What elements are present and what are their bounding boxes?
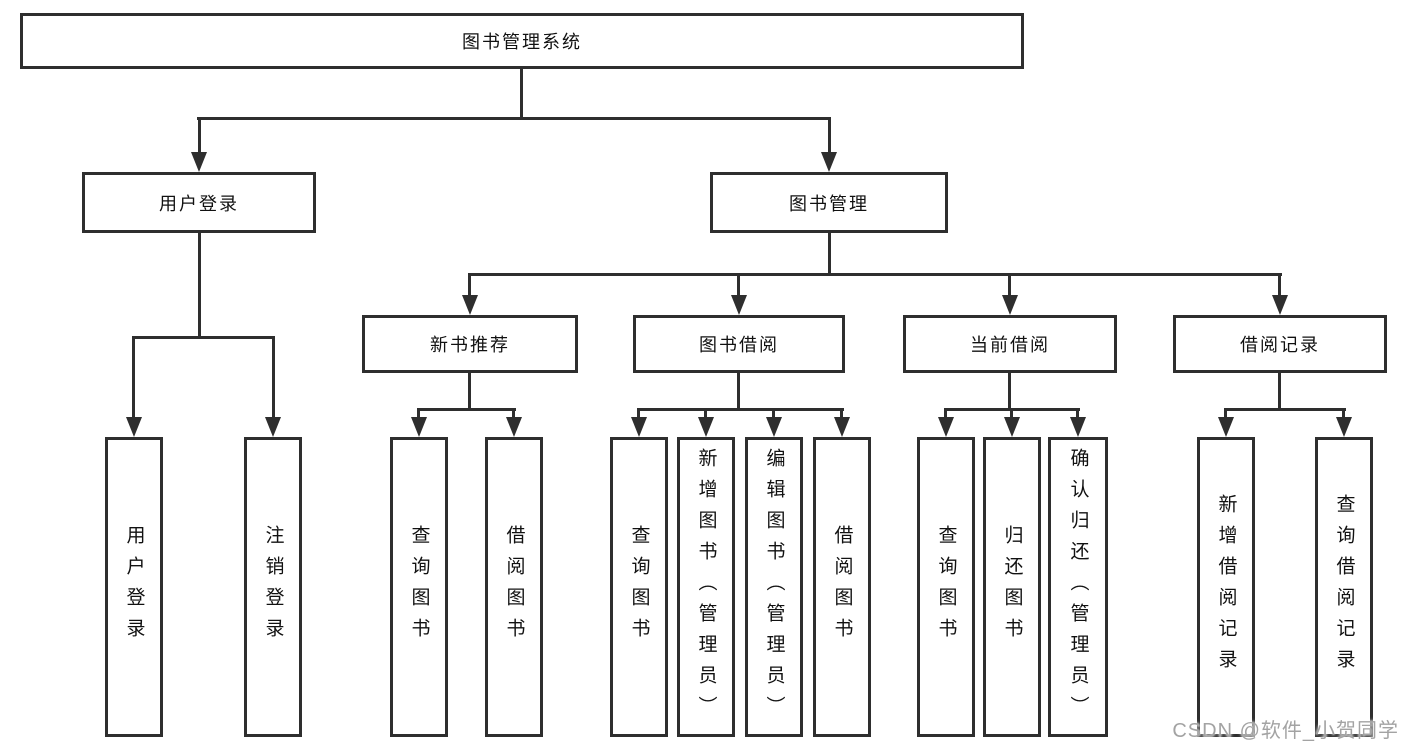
arrow-down [631,417,647,437]
connector-group-stem [737,373,740,410]
arrow-down [698,417,714,437]
connector-group-branch [637,408,844,411]
connector-line [772,408,775,420]
leaf-user-login: 用户登录 [105,437,163,737]
leaf-add-books-admin: 新增图书（管理员） [677,437,735,737]
leaf-query-books-current: 查询图书 [917,437,975,737]
leaf-return-books: 归还图书 [983,437,1041,737]
leaf-label: 用户登录 [123,525,145,649]
leaf-confirm-return-admin: 确认归还（管理员） [1048,437,1108,737]
leaf-label: 借阅图书 [503,525,525,649]
leaf-query-books-borrowing: 查询图书 [610,437,668,737]
leaf-logout: 注销登录 [244,437,302,737]
leaf-label: 查询借阅记录 [1333,494,1355,680]
connector-root-stem [520,69,523,118]
arrow-down [411,417,427,437]
arrow-down [938,417,954,437]
arrow-down [126,417,142,437]
arrow-down [834,417,850,437]
connector-line [1010,408,1013,420]
node-borrowing-records: 借阅记录 [1173,315,1387,373]
connector-line [198,117,201,157]
arrow-down [1218,417,1234,437]
arrow-down [731,295,747,315]
connector-line [704,408,707,420]
arrow-down [506,417,522,437]
connector-line [132,336,135,421]
arrow-down [1336,417,1352,437]
connector-group-stem [1008,373,1011,410]
connector-book-stem [828,233,831,275]
arrow-down [191,152,207,172]
connector-line [737,273,740,299]
leaf-query-borrow-record: 查询借阅记录 [1315,437,1373,737]
node-book-management: 图书管理 [710,172,948,233]
node-new-book-recommendation: 新书推荐 [362,315,578,373]
connector-user-stem [198,233,201,337]
arrow-down [1004,417,1020,437]
leaf-add-borrow-record: 新增借阅记录 [1197,437,1255,737]
connector-group-stem [1278,373,1281,410]
node-user-login: 用户登录 [82,172,316,233]
node-library-management-system: 图书管理系统 [20,13,1024,69]
connector-line [512,408,515,420]
leaf-label: 归还图书 [1001,525,1023,649]
connector-line [272,336,275,421]
leaf-edit-books-admin: 编辑图书（管理员） [745,437,803,737]
leaf-label: 编辑图书（管理员） [763,447,785,727]
leaf-borrow-books: 借阅图书 [813,437,871,737]
connector-line [944,408,947,420]
leaf-label: 新增图书（管理员） [695,447,717,727]
connector-line [840,408,843,420]
connector-line [468,273,471,299]
connector-line [417,408,420,420]
leaf-label: 查询图书 [408,525,430,649]
arrow-down [821,152,837,172]
connector-line [1224,408,1227,420]
arrow-down [265,417,281,437]
connector-group-branch [1224,408,1346,411]
connector-line [828,117,831,157]
connector-group-stem [468,373,471,410]
node-book-borrowing: 图书借阅 [633,315,845,373]
leaf-label: 查询图书 [628,525,650,649]
connector-user-branch [132,336,274,339]
connector-line [1008,273,1011,299]
leaf-query-books-recommend: 查询图书 [390,437,448,737]
node-current-borrowing: 当前借阅 [903,315,1117,373]
arrow-down [462,295,478,315]
connector-line [1342,408,1345,420]
connector-line [1278,273,1281,299]
connector-line [1076,408,1079,420]
connector-group-branch [417,408,516,411]
leaf-borrow-books-recommend: 借阅图书 [485,437,543,737]
connector-book-branch [468,273,1282,276]
arrow-down [1002,295,1018,315]
leaf-label: 注销登录 [262,525,284,649]
leaf-label: 借阅图书 [831,525,853,649]
leaf-label: 新增借阅记录 [1215,494,1237,680]
arrow-down [1070,417,1086,437]
connector-line [637,408,640,420]
arrow-down [766,417,782,437]
arrow-down [1272,295,1288,315]
connector-root-branch [197,117,831,120]
leaf-label: 查询图书 [935,525,957,649]
leaf-label: 确认归还（管理员） [1067,447,1089,727]
